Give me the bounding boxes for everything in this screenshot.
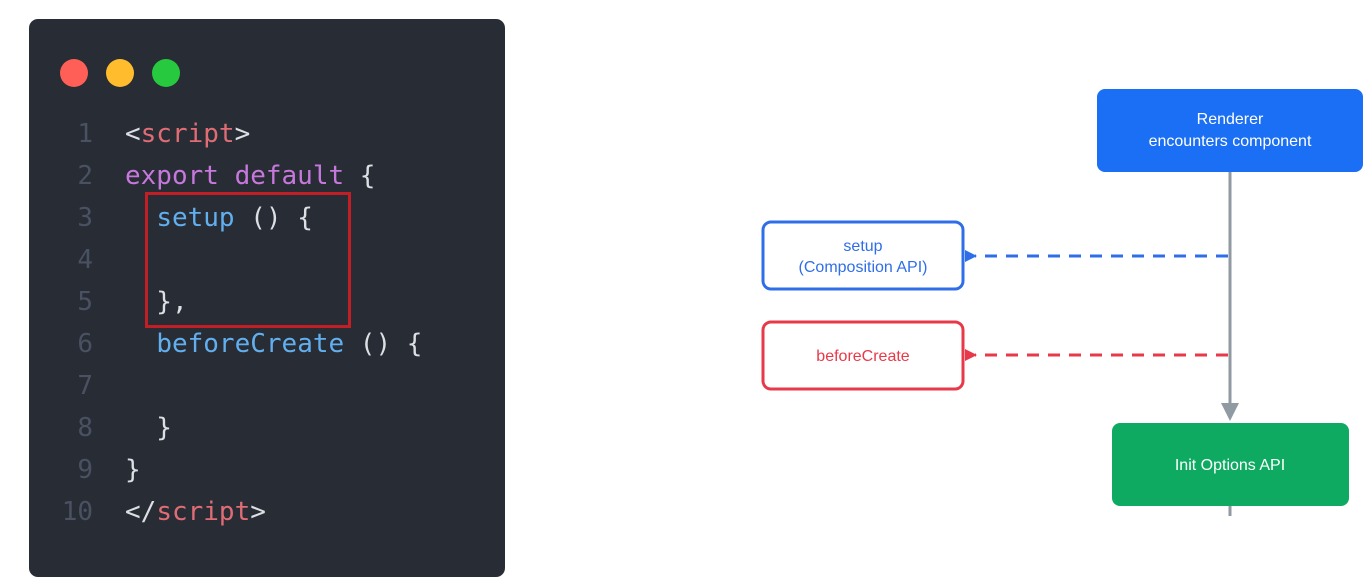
timeline-arrow-head <box>1221 403 1239 421</box>
line-number: 3 <box>77 203 93 233</box>
line-number: 4 <box>77 245 93 275</box>
setup-label-line2: (Composition API) <box>799 259 928 276</box>
code-token: beforeCreate <box>156 329 345 359</box>
code-token: }, <box>125 287 188 317</box>
code-text: setup () { <box>125 197 313 239</box>
code-text: beforeCreate () { <box>125 323 422 365</box>
renderer-label-line1: Renderer <box>1197 111 1264 128</box>
code-text: </script> <box>125 491 266 533</box>
code-token: </ <box>125 497 157 527</box>
code-token: } <box>125 455 141 485</box>
line-number: 2 <box>77 161 93 191</box>
code-token: setup <box>156 203 235 233</box>
line-number: 7 <box>77 371 93 401</box>
line-number: 5 <box>77 287 93 317</box>
code-token: () { <box>344 329 423 359</box>
renderer-node: Renderer encounters component <box>1097 89 1363 172</box>
code-token: } <box>125 413 172 443</box>
before-create-label: beforeCreate <box>816 348 909 365</box>
code-token: { <box>344 161 376 191</box>
code-token: script <box>156 497 251 527</box>
code-token: > <box>250 497 266 527</box>
code-token: < <box>125 119 141 149</box>
code-text: <script> <box>125 113 250 155</box>
maximize-dot-icon <box>152 59 180 87</box>
line-number: 10 <box>61 497 93 527</box>
line-number: 9 <box>77 455 93 485</box>
before-create-node: beforeCreate <box>761 320 965 391</box>
init-options-node: Init Options API <box>1112 423 1349 506</box>
code-text: } <box>125 449 141 491</box>
line-number: 6 <box>77 329 93 359</box>
renderer-label-line2: encounters component <box>1149 133 1312 150</box>
init-options-label: Init Options API <box>1175 457 1285 474</box>
close-dot-icon <box>60 59 88 87</box>
setup-label-line1: setup <box>843 238 882 255</box>
minimize-dot-icon <box>106 59 134 87</box>
code-token: export default <box>125 161 345 191</box>
code-token: script <box>140 119 235 149</box>
code-token: > <box>234 119 251 149</box>
setup-node: setup (Composition API) <box>761 220 965 291</box>
code-text: export default { <box>125 155 375 197</box>
code-text: } <box>125 407 172 449</box>
line-number: 8 <box>77 413 93 443</box>
code-text: }, <box>125 281 188 323</box>
setup-highlight-box <box>145 192 351 328</box>
code-token: () { <box>234 203 313 233</box>
line-number: 1 <box>77 119 93 149</box>
